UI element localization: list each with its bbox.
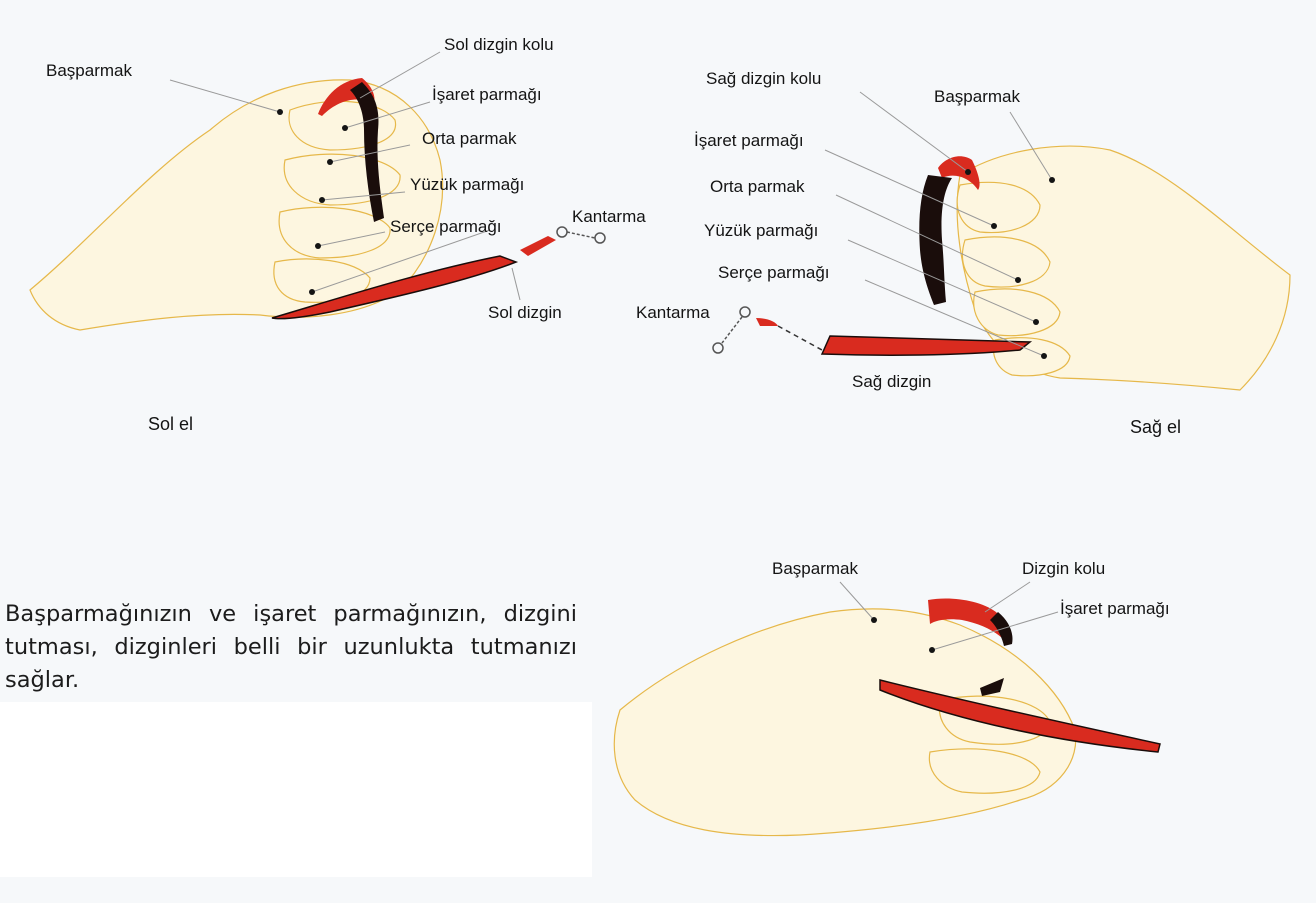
right-rein-label: Sağ dizgin [852, 373, 931, 390]
left-middle-label: Orta parmak [422, 130, 516, 147]
bottom-index-label: İşaret parmağı [1060, 600, 1170, 617]
left-bit-icon [557, 227, 605, 243]
left-rein-handle-label: Sol dizgin kolu [444, 36, 554, 53]
left-hand-title: Sol el [148, 415, 193, 433]
right-middle-label: Orta parmak [710, 178, 804, 195]
right-hand-title: Sağ el [1130, 418, 1181, 436]
right-rein-dashed [778, 326, 822, 350]
caption-text: Başparmağınızın ve işaret parmağınızın, … [5, 598, 577, 697]
right-bit-icon [713, 307, 750, 353]
left-index-label: İşaret parmağı [432, 86, 542, 103]
right-thumb-label: Başparmak [934, 88, 1020, 105]
right-pinky-label: Serçe parmağı [718, 264, 830, 281]
left-bit-label: Kantarma [572, 208, 646, 225]
left-hand-finger-1 [289, 101, 395, 150]
right-hand-illustration [957, 146, 1290, 390]
blank-panel [0, 702, 592, 877]
left-rein-label: Sol dizgin [488, 304, 562, 321]
right-rein-strap [756, 318, 778, 326]
left-rein-strap [520, 236, 556, 256]
right-bit-label: Kantarma [636, 304, 710, 321]
bottom-rein-handle-label: Dizgin kolu [1022, 560, 1105, 577]
left-pinky-label: Serçe parmağı [390, 218, 502, 235]
left-ring-label: Yüzük parmağı [410, 176, 524, 193]
bottom-thumb-label: Başparmak [772, 560, 858, 577]
right-rein-handle-label: Sağ dizgin kolu [706, 70, 821, 87]
right-ring-label: Yüzük parmağı [704, 222, 818, 239]
left-thumb-label: Başparmak [46, 62, 132, 79]
right-index-label: İşaret parmağı [694, 132, 804, 149]
